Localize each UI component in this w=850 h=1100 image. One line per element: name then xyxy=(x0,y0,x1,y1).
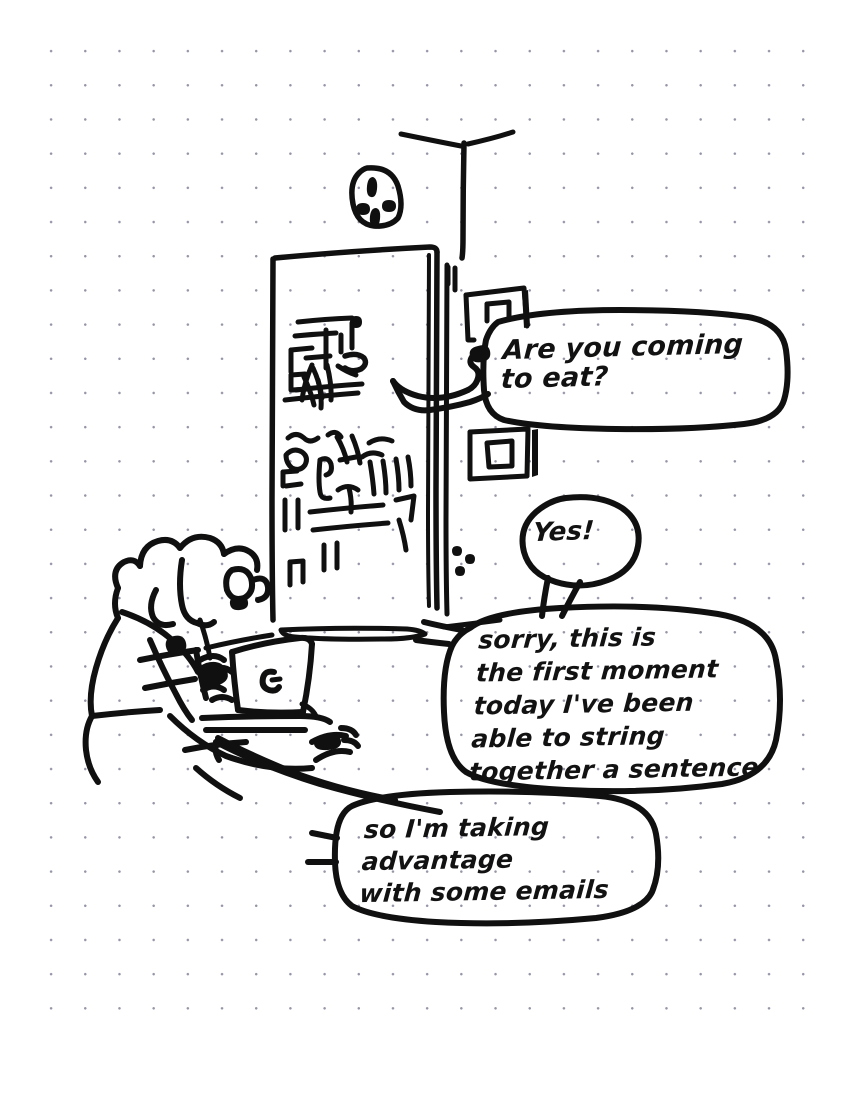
ceiling-lamp xyxy=(398,129,516,261)
fridge-drawing-upper xyxy=(282,315,369,411)
wall-clock xyxy=(349,165,404,229)
kitchen-cabinets xyxy=(445,264,538,482)
speech-bubble-sorry xyxy=(413,603,783,795)
speech-bubble-1-text: Are you coming to eat? xyxy=(499,328,745,396)
speech-bubble-2-text: Yes! xyxy=(531,515,596,549)
speech-bubble-4-text: so I'm taking advantage with some emails xyxy=(358,811,610,909)
speech-bubble-yes xyxy=(519,494,642,619)
speech-bubble-taking-advantage xyxy=(212,735,662,927)
fridge-drawing-lower xyxy=(280,429,475,588)
speech-bubble-3-text: sorry, this is the first moment today I'… xyxy=(468,622,760,787)
speech-bubble-are-you-coming xyxy=(390,307,791,433)
person-with-laptop xyxy=(82,533,361,801)
laptop xyxy=(199,634,333,734)
